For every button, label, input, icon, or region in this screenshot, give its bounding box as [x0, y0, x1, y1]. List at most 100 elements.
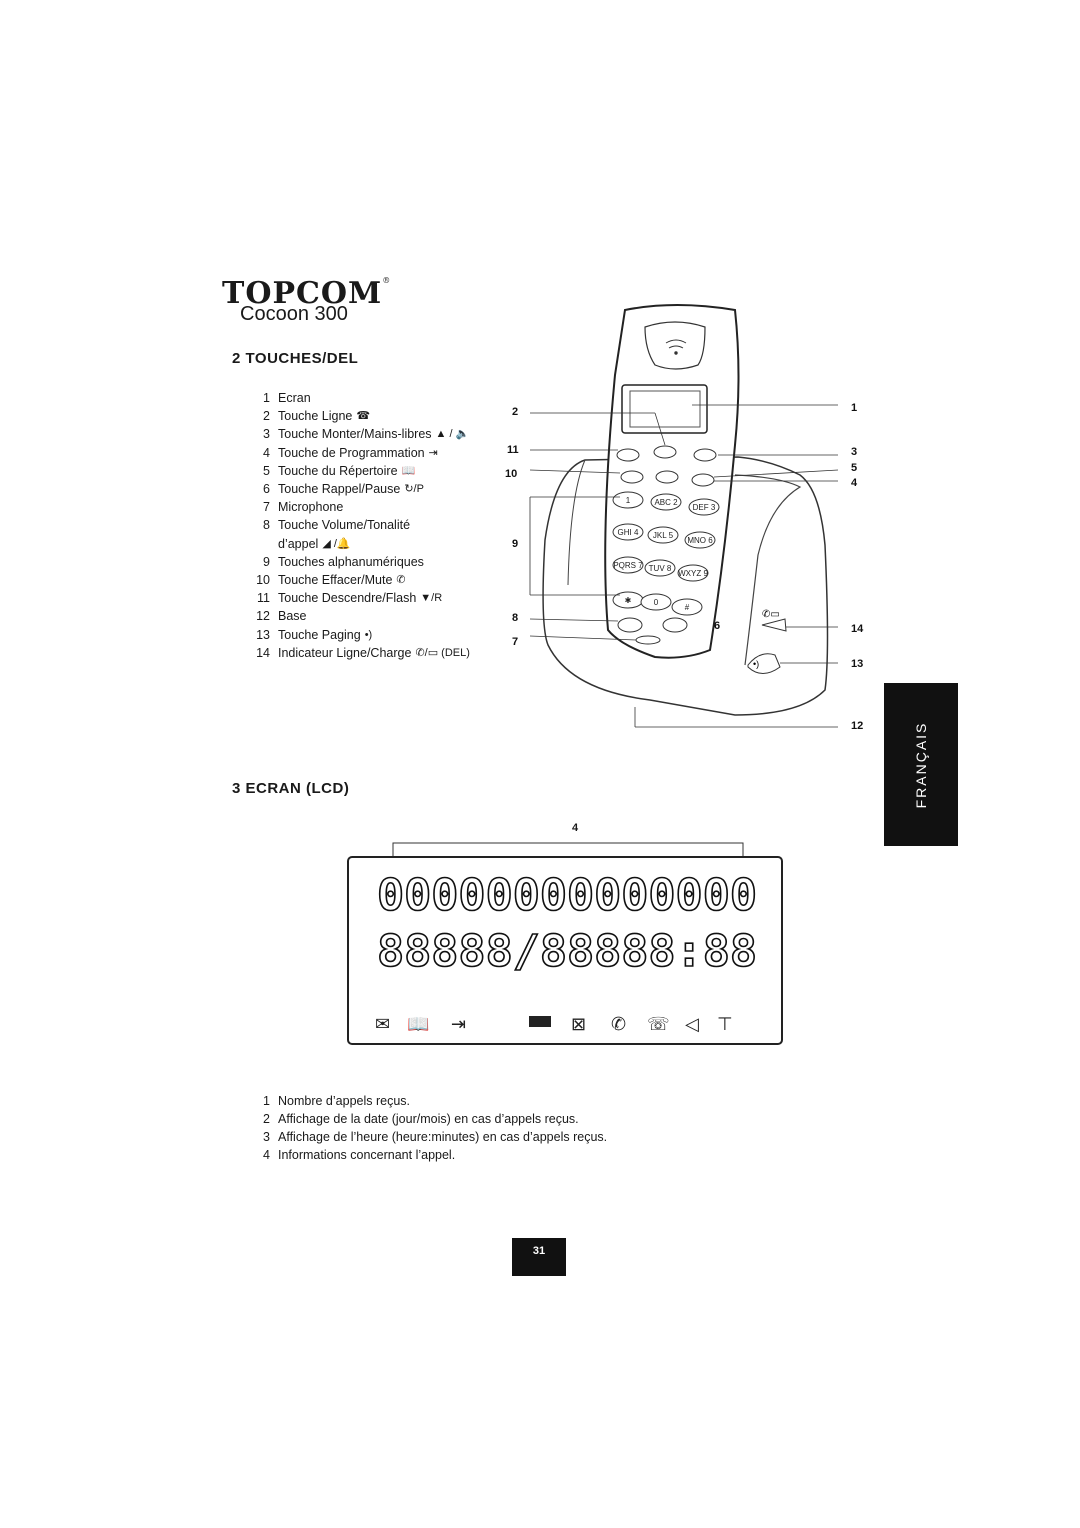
program-key [691, 473, 715, 487]
keypad-key [677, 564, 709, 582]
callout-number: 1 [851, 402, 857, 414]
microphone [635, 635, 661, 645]
envelope-icon: ✉ [375, 1014, 390, 1035]
callout-number: 9 [512, 538, 518, 550]
line-charge-led-icon: ✆/▭ (DEL) [415, 646, 470, 659]
lcd-row-datetime: 88888/88888:88 [377, 926, 757, 977]
callout-number: 13 [851, 658, 863, 670]
bracket-label: 4 [572, 822, 579, 834]
callout-lines [529, 404, 839, 728]
keypad-key-label: # [685, 603, 690, 612]
keypad-key-label: JKL 5 [653, 531, 674, 540]
program-icon: ⇥ [428, 446, 438, 459]
mute-icon: ✆ [611, 1014, 626, 1035]
keypad-key [640, 593, 672, 611]
volume-ringer-icon: ◢ /🔔 [322, 537, 351, 550]
battery-icon [529, 1016, 551, 1027]
keypad-key-label: WXYZ 9 [678, 569, 708, 578]
phonebook-icon: 📖 [401, 464, 416, 477]
lcd-frame [347, 856, 783, 1045]
callout-number: 12 [851, 720, 863, 732]
brand-logo: TOPCOM® [222, 276, 391, 311]
paging-icon: ☏ [647, 1014, 670, 1035]
keypad-key [688, 498, 720, 516]
ringer-off-icon: ⊠ [571, 1014, 586, 1035]
antenna-icon: ⊤ [717, 1014, 733, 1035]
keypad-key [650, 493, 682, 511]
redial-key [662, 617, 688, 633]
keypad-key [612, 491, 644, 509]
lcd-row-calls: 00000000000000 [377, 870, 757, 921]
section-title-touches: 2 TOUCHES/DEL [232, 350, 359, 367]
earpiece-icon [665, 339, 687, 355]
down-flash-icon: ▼/R [420, 592, 443, 605]
callout-number: 7 [512, 636, 518, 648]
keypad-key [647, 526, 679, 544]
callout-number: 11 [507, 444, 519, 456]
list-item: d’appel◢ /🔔 [250, 535, 470, 553]
program-arrow-icon: ⇥ [451, 1014, 466, 1035]
section-title-ecran: 3 ECRAN (LCD) [232, 780, 350, 797]
callout-number: 2 [512, 406, 518, 418]
keypad-key [644, 559, 676, 577]
logo-text: TOPCOM [222, 276, 383, 311]
page-number: 31 [532, 1245, 546, 1257]
callout-number: 10 [505, 468, 517, 480]
callout-number: 4 [851, 477, 858, 489]
paging-key [747, 653, 781, 674]
speaker-icon: ◁ [685, 1014, 699, 1035]
paging-icon: •) [753, 659, 759, 669]
callout-number: 5 [851, 462, 857, 474]
keypad-key-label: 0 [654, 598, 659, 607]
keypad-key-label: GHI 4 [618, 528, 639, 537]
keypad-key-label: ABC 2 [654, 498, 678, 507]
led-indicator [761, 618, 787, 632]
keypad-key [612, 523, 644, 541]
language-label: FRANÇAIS [913, 721, 929, 808]
book-icon: 📖 [407, 1014, 429, 1035]
mute-key [620, 470, 644, 484]
volume-key [617, 617, 643, 633]
line-key [653, 445, 677, 459]
keypad-key-label: MNO 6 [687, 536, 713, 545]
line-charge-icon: ✆▭ [762, 609, 780, 620]
keypad-key [684, 531, 716, 549]
callout-number: 6 [714, 620, 720, 632]
registered-mark: ® [382, 276, 392, 285]
keypad-key [612, 556, 644, 574]
keypad-key [671, 598, 703, 616]
lcd-diagram: 00000000000000 88888/88888:88 ✉ 📖 ⇥ ⊠ ✆ … [347, 842, 783, 1045]
callout-number: 14 [851, 623, 864, 635]
keypad-key-label: ✱ [625, 596, 632, 605]
model-name: Cocoon 300 [240, 303, 348, 325]
callout-number: 3 [851, 446, 857, 458]
callout-number: 8 [512, 612, 518, 624]
earpiece [644, 321, 706, 370]
phone-icon: ☎ [356, 410, 371, 423]
language-tab: FRANÇAIS [884, 683, 958, 846]
page-number-box: 31 [512, 1238, 566, 1276]
lcd-bracket [392, 842, 744, 856]
keypad-key-label: TUV 8 [649, 564, 672, 573]
keypad-key-label: 1 [626, 496, 631, 505]
